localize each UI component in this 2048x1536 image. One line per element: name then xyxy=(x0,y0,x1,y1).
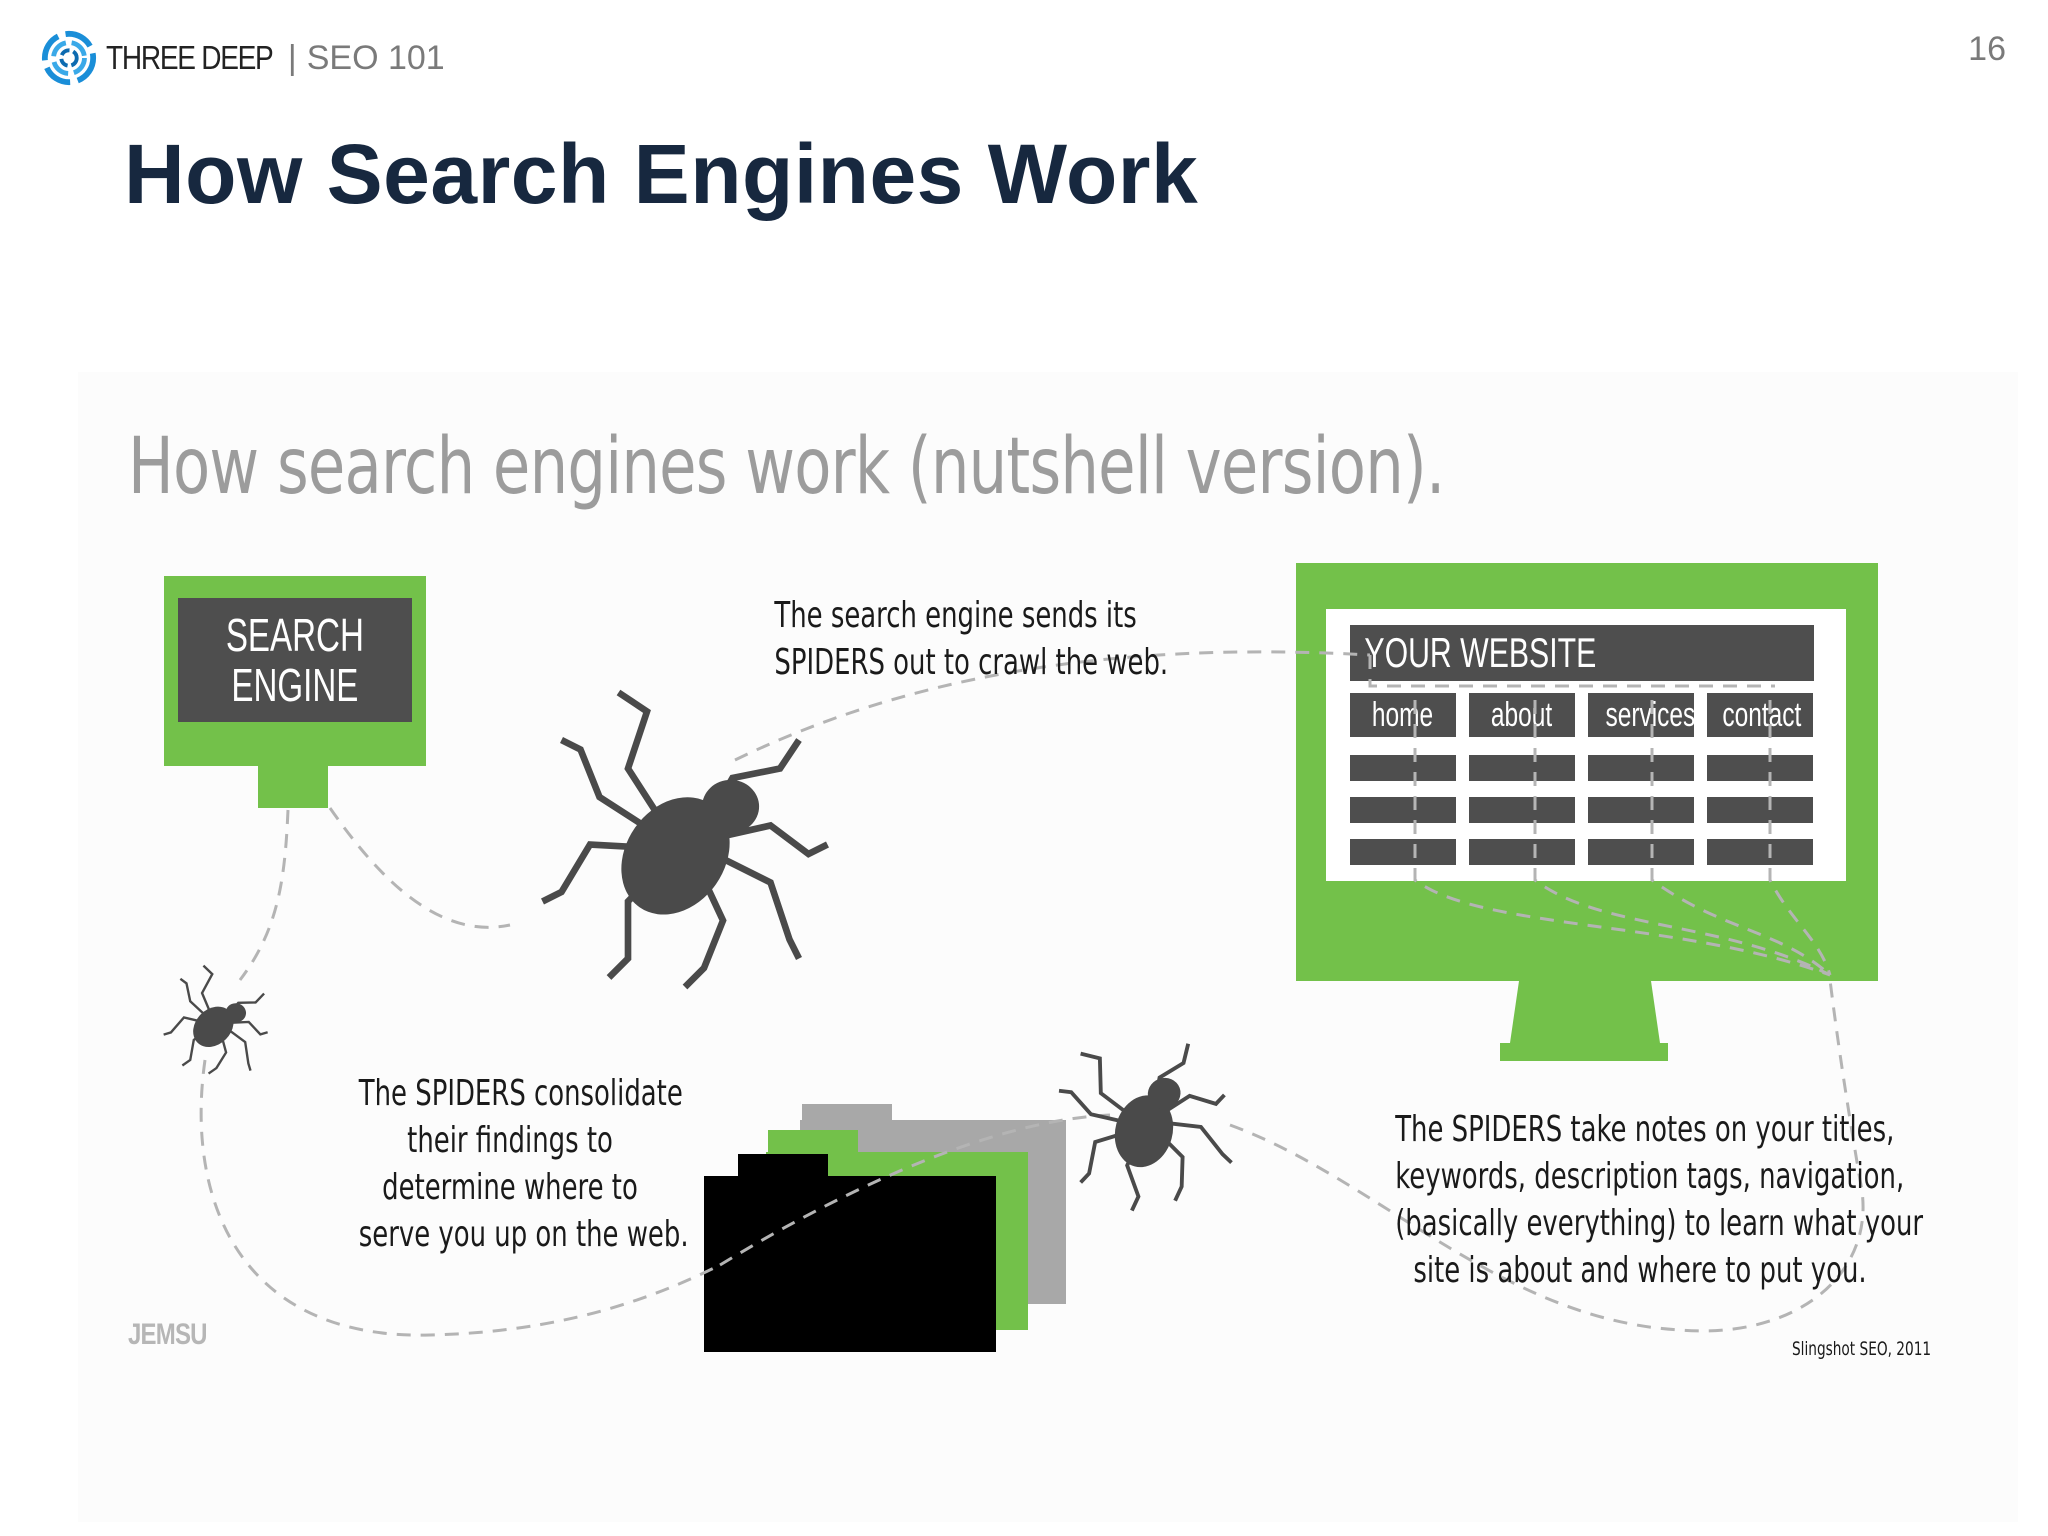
search-engine-label-line1: SEARCH xyxy=(225,609,365,661)
website-monitor-base xyxy=(1500,1043,1668,1061)
source-credit: Slingshot SEO, 2011 xyxy=(1792,1338,1932,1360)
crawl-path xyxy=(719,1113,1111,1267)
website-title-bar: YOUR WEBSITE xyxy=(1350,625,1814,681)
page-title: How Search Engines Work xyxy=(124,127,1199,221)
brand-separator: | xyxy=(287,38,297,77)
folder-black xyxy=(704,1176,996,1352)
crawl-path xyxy=(1413,700,1831,977)
slide-header: THREE DEEP | SEO 101 xyxy=(40,26,445,90)
jemsu-watermark: JEMSU xyxy=(128,1318,207,1351)
content-block xyxy=(1707,755,1813,781)
crawl-path xyxy=(1368,655,1775,688)
content-block xyxy=(1469,755,1575,781)
crawl-path xyxy=(734,650,1371,762)
medium-spider-icon xyxy=(1037,1010,1255,1231)
content-block xyxy=(1588,839,1694,865)
website-nav-about: about xyxy=(1469,693,1575,737)
crawl-path xyxy=(1650,700,1832,977)
three-deep-logo-icon xyxy=(41,30,97,86)
folder-black-tab xyxy=(738,1154,828,1178)
content-block xyxy=(1469,839,1575,865)
crawl-path xyxy=(1229,979,1865,1333)
caption-take-notes: The SPIDERS take notes on your titles, k… xyxy=(1395,1109,1924,1291)
content-block xyxy=(1707,797,1813,823)
page-number: 16 xyxy=(1968,30,2006,68)
search-engine-monitor: SEARCH ENGINE xyxy=(164,576,426,766)
content-block xyxy=(1350,797,1456,823)
content-block xyxy=(1588,797,1694,823)
website-title: YOUR WEBSITE xyxy=(1364,629,1597,676)
website-nav-home: home xyxy=(1350,693,1456,737)
crawl-path xyxy=(238,809,290,981)
content-block xyxy=(1588,755,1694,781)
content-block xyxy=(1350,839,1456,865)
website-screen: YOUR WEBSITE home about services contact xyxy=(1326,609,1846,881)
crawl-path xyxy=(1768,700,1832,976)
content-block xyxy=(1469,797,1575,823)
small-spider-icon xyxy=(157,959,279,1084)
crawl-path xyxy=(1533,700,1831,977)
search-engine-label-line2: ENGINE xyxy=(231,659,359,711)
crawl-path xyxy=(328,807,511,929)
content-block xyxy=(1707,839,1813,865)
website-monitor: YOUR WEBSITE home about services contact xyxy=(1296,563,1878,981)
website-monitor-stand xyxy=(1510,981,1660,1043)
brand-name: THREE DEEP xyxy=(106,39,274,76)
crawl-path xyxy=(199,1059,721,1337)
content-block xyxy=(1350,755,1456,781)
website-nav-services: services xyxy=(1588,693,1694,737)
caption-sends-spiders: The search engine sends its SPIDERS out … xyxy=(774,595,1169,683)
caption-consolidate: The SPIDERS consolidate their findings t… xyxy=(358,1073,689,1255)
search-engine-monitor-stand xyxy=(258,766,328,808)
website-nav-contact: contact xyxy=(1707,693,1813,737)
folder-grey-tab xyxy=(802,1104,892,1124)
infographic-title: How search engines work (nutshell versio… xyxy=(128,422,1445,512)
search-engine-screen: SEARCH ENGINE xyxy=(178,598,412,722)
course-name: SEO 101 xyxy=(306,38,445,77)
folder-green-tab xyxy=(768,1130,858,1154)
